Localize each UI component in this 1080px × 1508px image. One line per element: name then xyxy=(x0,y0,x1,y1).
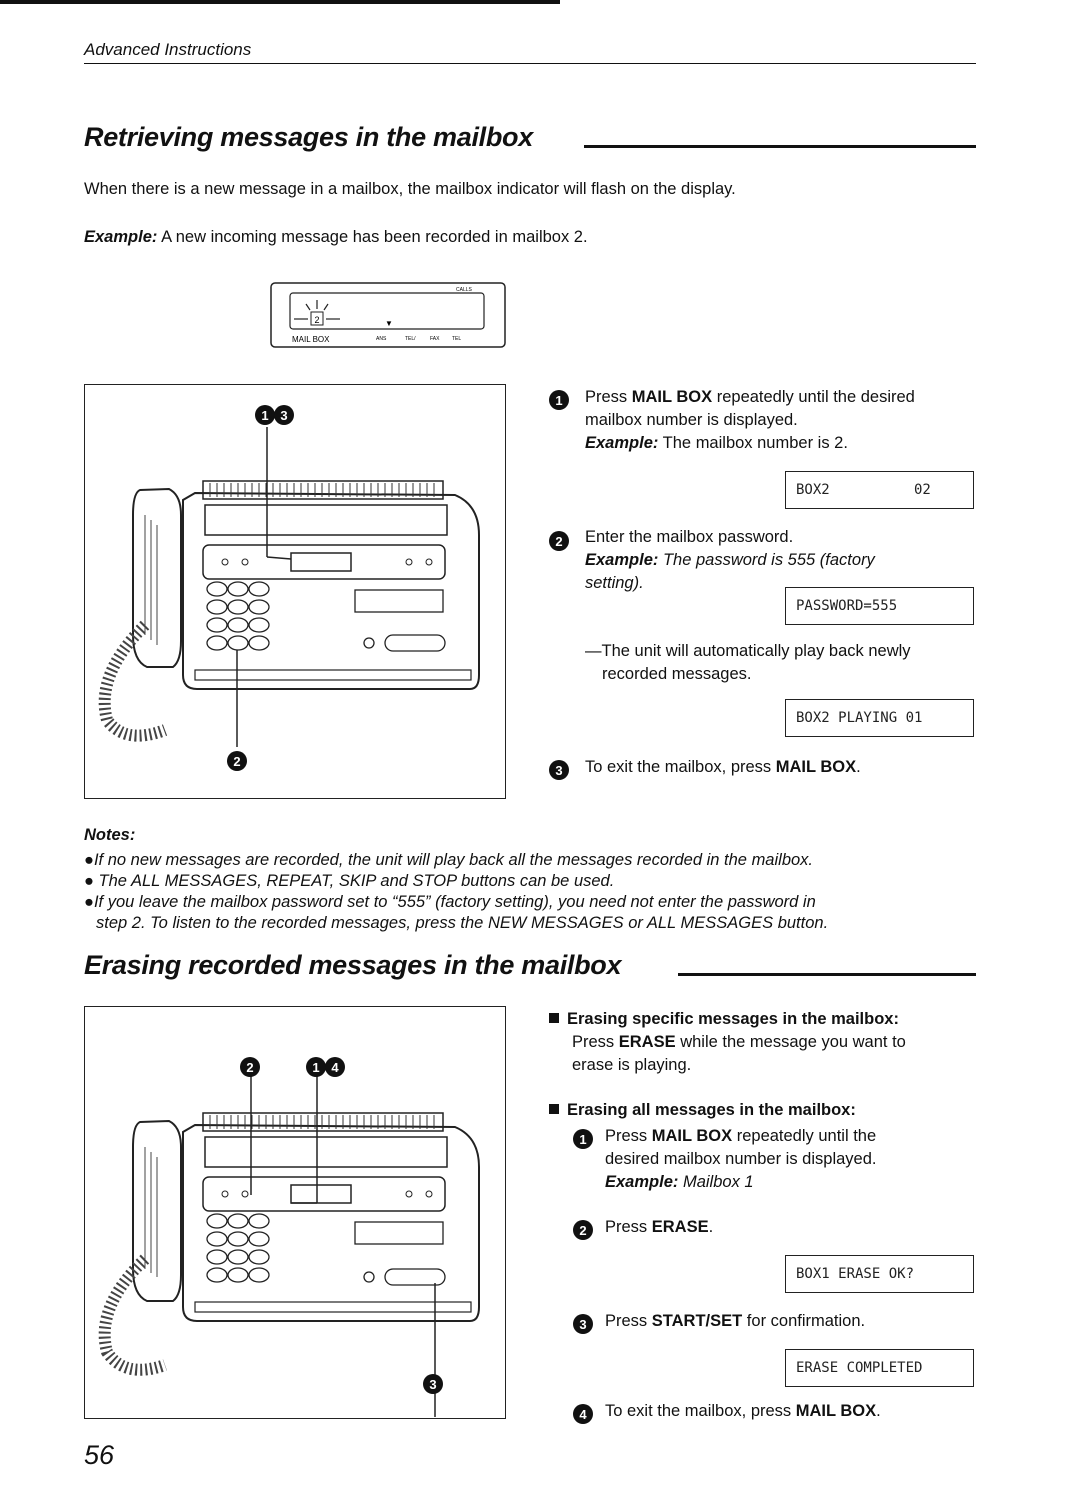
fax-illustration-1 xyxy=(84,384,506,799)
notes-title: Notes: xyxy=(84,826,136,844)
note-item: step 2. To listen to the recorded messag… xyxy=(96,914,829,932)
intro-text: When there is a new message in a mailbox… xyxy=(84,180,736,198)
svg-text:MAIL BOX: MAIL BOX xyxy=(292,335,330,344)
erase-step-4-number: 4 xyxy=(573,1404,593,1424)
svg-text:ANS: ANS xyxy=(376,336,387,342)
step-1-text: Press MAIL BOX repeatedly until the desi… xyxy=(585,388,915,452)
section-title-erasing: Erasing recorded messages in the mailbox xyxy=(84,950,622,980)
note-item: ●If no new messages are recorded, the un… xyxy=(84,851,814,869)
example-text: A new incoming message has been recorded… xyxy=(161,228,588,246)
svg-text:▼: ▼ xyxy=(385,319,393,328)
section-title-retrieving: Retrieving messages in the mailbox xyxy=(84,122,533,152)
erase-step-1-number: 1 xyxy=(573,1129,593,1149)
note-item: ●If you leave the mailbox password set t… xyxy=(84,893,816,911)
erase-step-2-number: 2 xyxy=(573,1220,593,1240)
erase-step-2-text: Press ERASE. xyxy=(605,1218,714,1236)
step-3-text: To exit the mailbox, press MAIL BOX. xyxy=(585,758,861,776)
title-rule xyxy=(678,973,976,976)
svg-text:TEL: TEL xyxy=(452,336,461,342)
erase-step-3-text: Press START/SET for confirmation. xyxy=(605,1312,866,1330)
erase-step-4-text: To exit the mailbox, press MAIL BOX. xyxy=(605,1402,881,1420)
erase-step-3-number: 3 xyxy=(573,1314,593,1334)
step-3-number: 3 xyxy=(549,760,569,780)
mailbox-indicator-display: 2 ▼ CALLS MAIL BOX ANS TEL/ FAX TEL xyxy=(270,282,506,348)
step-1-number: 1 xyxy=(549,390,569,410)
top-rule xyxy=(0,0,560,4)
title-rule xyxy=(584,145,976,148)
svg-text:FAX: FAX xyxy=(430,336,440,342)
lcd-password: PASSWORD=555 xyxy=(785,587,974,625)
erase-all-heading: Erasing all messages in the mailbox: xyxy=(549,1099,856,1122)
callout-1: 1 xyxy=(255,405,275,425)
lcd-box2: BOX2 02 xyxy=(785,471,974,509)
callout-1: 1 xyxy=(306,1057,326,1077)
step-2-note: —The unit will automatically play back n… xyxy=(585,642,911,683)
fax-illustration-2 xyxy=(84,1006,506,1508)
callout-4: 4 xyxy=(325,1057,345,1077)
lcd-erase-ok: BOX1 ERASE OK? xyxy=(785,1255,974,1293)
lcd-playing: BOX2 PLAYING 01 xyxy=(785,699,974,737)
page-number: 56 xyxy=(84,1440,115,1470)
fax-machine-icon xyxy=(98,1073,480,1508)
fax-machine-icon xyxy=(98,427,480,747)
indicator-digit: 2 xyxy=(314,315,319,325)
lcd-erase-completed: ERASE COMPLETED xyxy=(785,1349,974,1387)
header-rule xyxy=(84,63,976,64)
callout-2: 2 xyxy=(240,1057,260,1077)
erase-specific: Erasing specific messages in the mailbox… xyxy=(549,1008,906,1077)
example-label: Example: xyxy=(84,228,158,246)
step-2-text: Enter the mailbox password. Example: The… xyxy=(585,528,875,592)
note-item: ● The ALL MESSAGES, REPEAT, SKIP and STO… xyxy=(84,872,615,890)
erase-step-1-text: Press MAIL BOX repeatedly until the desi… xyxy=(605,1127,877,1191)
example-line: Example: A new incoming message has been… xyxy=(84,226,588,249)
svg-text:CALLS: CALLS xyxy=(456,287,473,293)
bullet-square-icon xyxy=(549,1104,559,1114)
step-2-number: 2 xyxy=(549,531,569,551)
callout-3: 3 xyxy=(274,405,294,425)
callout-2: 2 xyxy=(227,751,247,771)
svg-text:TEL/: TEL/ xyxy=(405,336,416,342)
callout-3: 3 xyxy=(423,1374,443,1394)
bullet-square-icon xyxy=(549,1013,559,1023)
section-header: Advanced Instructions xyxy=(84,40,252,59)
notes-list: ●If no new messages are recorded, the un… xyxy=(84,850,828,934)
